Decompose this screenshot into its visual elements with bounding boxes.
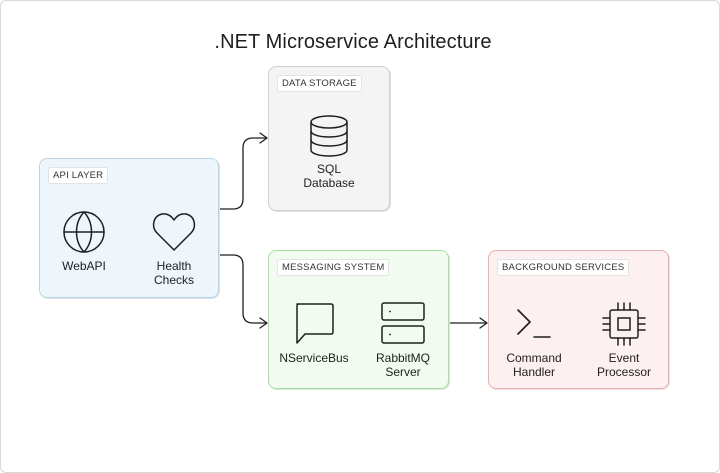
node-label: RabbitMQ Server [375,351,431,379]
terminal-icon [517,309,551,338]
node-label: SQL Database [303,162,355,190]
node-rabbitmq-server[interactable]: RabbitMQ Server [363,301,443,379]
edge-api-to-storage [220,132,268,210]
globe-icon [63,211,105,253]
group-label: MESSAGING SYSTEM [277,259,390,276]
node-label: Health Checks [153,259,194,287]
node-label: NServiceBus [279,351,349,365]
node-webapi[interactable]: WebAPI [44,209,124,273]
node-label: Event Processor [596,351,652,379]
group-background-services[interactable]: BACKGROUND SERVICES Command Handler [488,250,669,389]
group-label: DATA STORAGE [277,75,362,92]
group-label: BACKGROUND SERVICES [497,259,630,276]
group-data-storage[interactable]: DATA STORAGE SQL Database [268,66,390,211]
edge-api-to-messaging [220,254,268,329]
group-label: API LAYER [48,167,109,184]
database-icon [310,115,348,157]
group-api-layer[interactable]: API LAYER WebAPI Health Checks [39,158,219,298]
cpu-icon [602,302,646,346]
node-sql-database[interactable]: SQL Database [289,114,369,190]
diagram-title: .NET Microservice Architecture [214,31,492,53]
message-icon [296,303,334,344]
node-label: WebAPI [62,259,106,273]
node-nservicebus[interactable]: NServiceBus [274,301,354,365]
heart-icon [152,213,196,251]
node-health-checks[interactable]: Health Checks [134,209,214,287]
server-icon [381,302,425,344]
node-label: Command Handler [506,351,562,379]
group-messaging-system[interactable]: MESSAGING SYSTEM NServiceBus RabbitMQ Se… [268,250,449,389]
node-command-handler[interactable]: Command Handler [494,301,574,379]
node-event-processor[interactable]: Event Processor [584,301,664,379]
